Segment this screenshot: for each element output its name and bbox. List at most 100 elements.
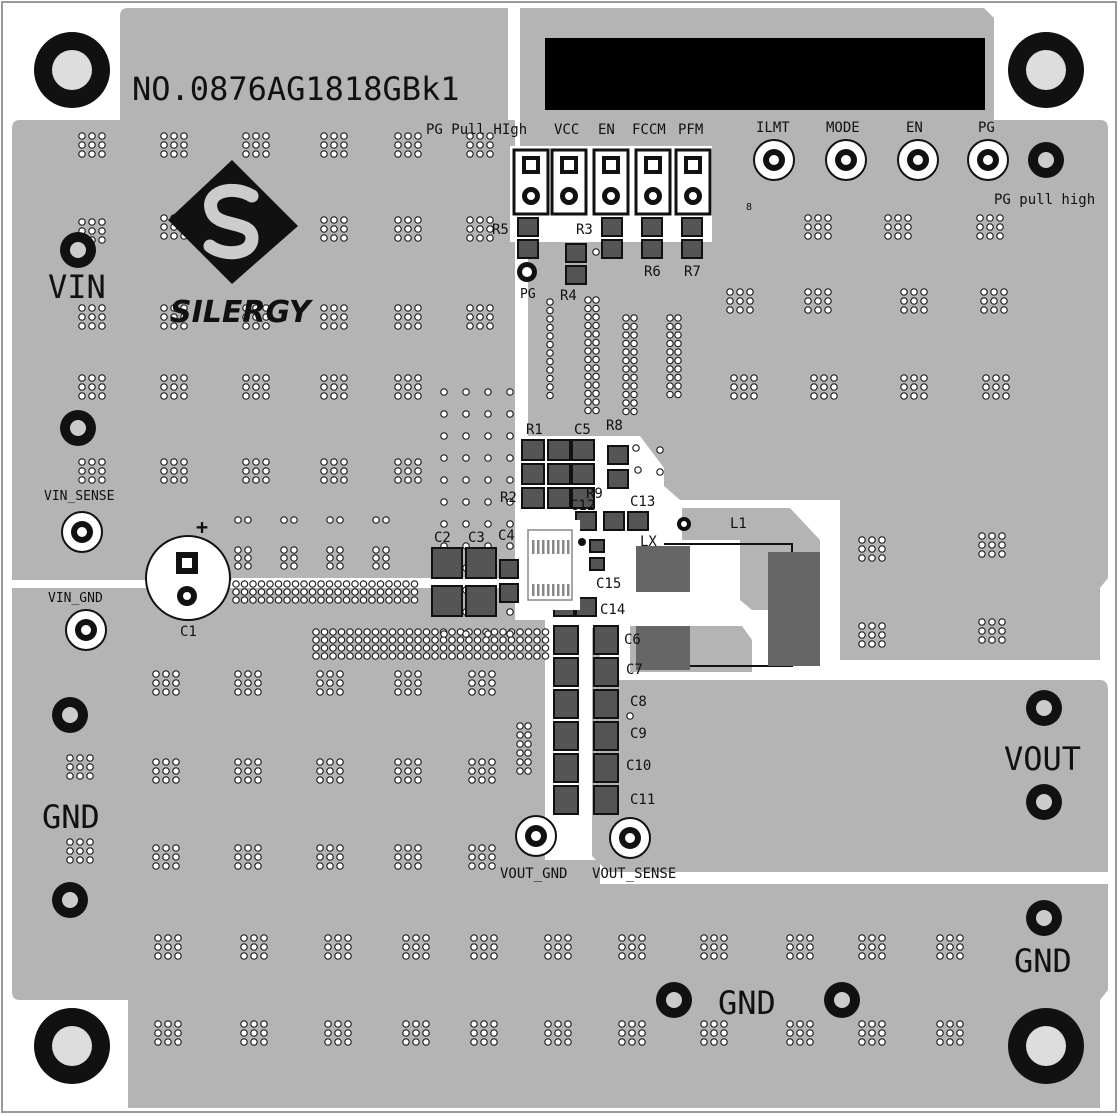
pad-r1-b <box>521 463 545 485</box>
pad-r3-a <box>601 217 623 237</box>
inductor-l1 <box>636 517 820 670</box>
pad-c2-a <box>431 547 463 579</box>
tp-ilmt[interactable] <box>753 139 795 181</box>
tp-en[interactable] <box>897 139 939 181</box>
mount-hole-bl-center <box>52 1026 92 1066</box>
silergy-logo <box>168 160 298 284</box>
tp-vout-gnd[interactable] <box>515 815 557 857</box>
pad-r1-a <box>521 439 545 461</box>
c5-label: C5 <box>574 422 591 438</box>
r3-label: R3 <box>576 222 593 238</box>
silkscreen-text: NO.0876AG1818GBk1 SILERGY VIN GND VOUT G… <box>42 70 1095 1022</box>
vin-copper <box>12 8 515 580</box>
l1-pad-lx <box>636 546 690 592</box>
pg-pad <box>517 262 537 282</box>
pad-c15-b <box>589 557 605 571</box>
gnd-right-label: GND <box>1014 942 1072 980</box>
r9-label: R9 <box>586 486 603 502</box>
r8-label: R8 <box>606 418 623 434</box>
jumper-fccm[interactable] <box>634 148 672 216</box>
mount-hole-tr-center <box>1026 50 1066 90</box>
pad-c13-a <box>603 511 625 531</box>
r4-label: R4 <box>560 288 577 304</box>
pad-c15-a <box>589 539 605 553</box>
pad-c4-a <box>499 559 519 579</box>
lx-label: LX <box>640 534 657 550</box>
board-serial: NO.0876AG1818GBk1 <box>132 70 460 108</box>
vout-label: VOUT <box>1004 740 1081 778</box>
pad-c13-b <box>627 511 649 531</box>
jumper-pg-pull-high-label: PG Pull HIgh <box>426 122 527 138</box>
jumper-en[interactable] <box>592 148 630 216</box>
power-terminals <box>52 142 1064 1018</box>
c10-label: C10 <box>626 758 651 774</box>
pad-r5-b <box>517 239 539 259</box>
r5-label: R5 <box>492 222 509 238</box>
mode-label: MODE <box>826 120 860 136</box>
jumper-pfm-label: PFM <box>678 122 703 138</box>
smd-pads <box>431 217 703 617</box>
output-capacitors <box>553 625 619 815</box>
tp-vout-sense[interactable] <box>609 817 651 859</box>
via-arrays <box>66 132 1010 1046</box>
test-points <box>61 139 1009 859</box>
en-tp-label: EN <box>906 120 923 136</box>
tp-vin-sense[interactable] <box>61 511 103 553</box>
jumper-en-label: EN <box>598 122 615 138</box>
tp-vin-gnd[interactable] <box>65 609 107 651</box>
pad-c2-b <box>431 585 463 617</box>
l1-label: L1 <box>730 516 747 532</box>
c3-label: C3 <box>468 530 485 546</box>
c6-label: C6 <box>624 632 641 648</box>
pad-r8-a <box>607 445 629 465</box>
c2-label: C2 <box>434 530 451 546</box>
tp-mode[interactable] <box>825 139 867 181</box>
jumper-pg-pull-high[interactable] <box>512 148 550 216</box>
pad-r3-b <box>601 239 623 259</box>
pad-r4-a <box>565 243 587 263</box>
c13-label: C13 <box>630 494 655 510</box>
pad-r7-b <box>681 239 703 259</box>
pad-r2 <box>521 487 545 509</box>
pad-r6-b <box>641 239 663 259</box>
l1-pad-vout <box>636 626 690 670</box>
c9-label: C9 <box>630 726 647 742</box>
tp-pg[interactable] <box>967 139 1009 181</box>
pad-c3-b <box>465 585 497 617</box>
c15-label: C15 <box>596 576 621 592</box>
r6-label: R6 <box>644 264 661 280</box>
r2-label: R2 <box>500 490 517 506</box>
jumper-vcc[interactable] <box>550 148 588 216</box>
pad-r6-a <box>641 217 663 237</box>
pad-r4-b <box>565 265 587 285</box>
c4-label: C4 <box>498 528 515 544</box>
vin-sense-label: VIN_SENSE <box>44 489 114 504</box>
capacitor-c1 <box>145 535 231 621</box>
jumper-fccm-label: FCCM <box>632 122 666 138</box>
pad-c5-a <box>571 439 595 461</box>
mount-hole-br-center <box>1026 1026 1066 1066</box>
vout-copper <box>592 628 1108 872</box>
pg-pad-label: PG <box>520 287 536 302</box>
c12-label: C12 <box>570 498 595 514</box>
mount-hole-tl-center <box>52 50 92 90</box>
r1-label: R1 <box>526 422 543 438</box>
label-blackout <box>545 38 985 110</box>
pad-r8-b <box>607 469 629 489</box>
c11-label: C11 <box>630 792 655 808</box>
c7-label: C7 <box>626 662 643 678</box>
vin-label: VIN <box>48 268 106 306</box>
pad-r5-a <box>517 217 539 237</box>
ic-footprint <box>520 520 586 610</box>
pad-c5-b <box>571 463 595 485</box>
ic-area <box>520 520 580 610</box>
jumper-headers <box>510 146 712 242</box>
c14-label: C14 <box>600 602 625 618</box>
mounting-holes <box>34 32 1084 1084</box>
gnd-left-label: GND <box>42 798 100 836</box>
vout-gnd-label: VOUT_GND <box>500 866 567 882</box>
small-eight-label: 8 <box>746 202 752 213</box>
jumper-pfm[interactable] <box>674 148 712 216</box>
brand-name: SILERGY <box>170 295 314 330</box>
